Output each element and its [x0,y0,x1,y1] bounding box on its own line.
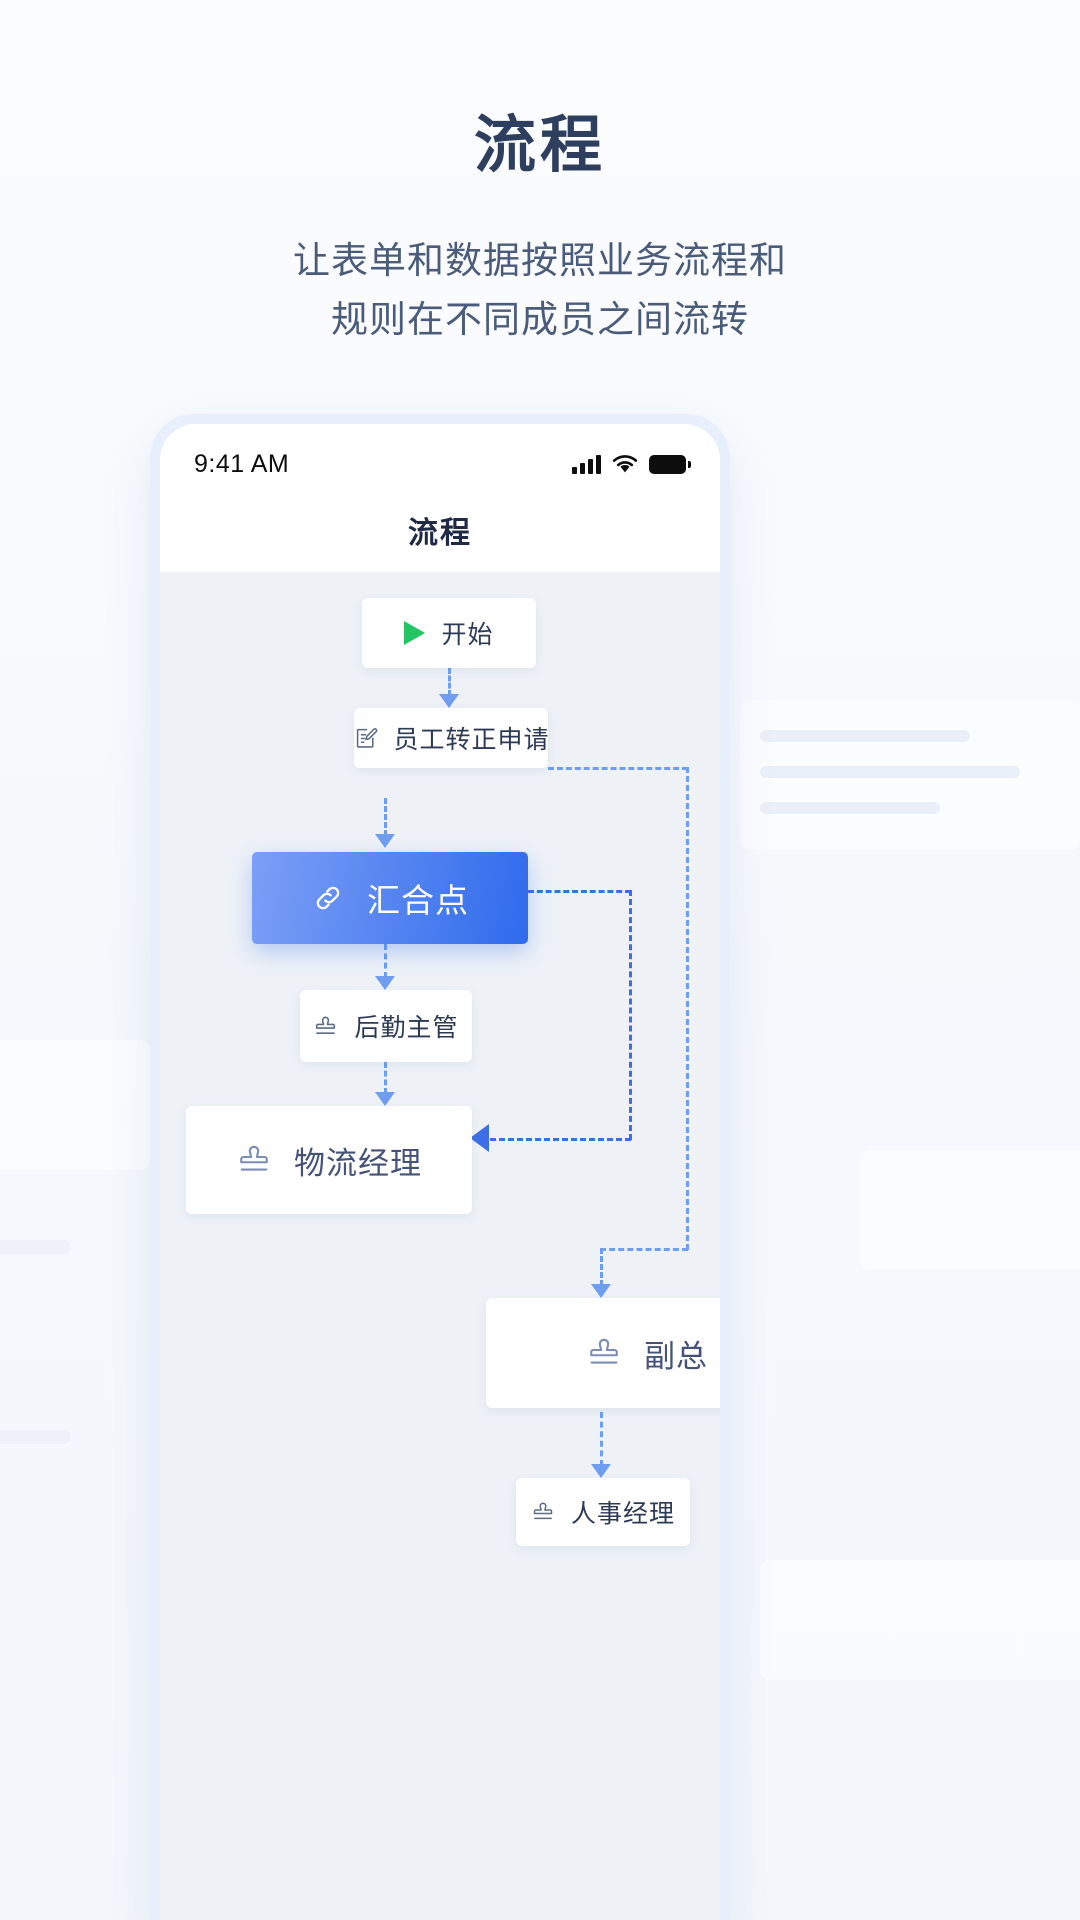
status-time: 9:41 AM [194,449,290,478]
flow-node-start[interactable]: 开始 [362,598,536,668]
arrow-icon [375,834,395,848]
connector-vp-to-hr [600,1412,603,1466]
form-edit-icon [353,726,378,751]
phone-mockup: 9:41 AM 流程 [150,414,730,1920]
arrow-icon [591,1284,611,1298]
arrow-icon [470,1124,489,1152]
flow-node-label: 员工转正申请 [393,726,550,754]
flow-node-form[interactable]: 员工转正申请 [353,708,550,768]
decorative-shape [760,730,970,742]
decorative-shape [860,1150,1080,1270]
link-icon [311,881,345,915]
flow-node-label: 后勤主管 [354,1014,459,1042]
connector-merge-branch-h [528,890,631,893]
decorative-shape [0,1430,70,1444]
arrow-icon [439,694,459,708]
subtitle-line-2: 规则在不同成员之间流转 [331,298,749,340]
connector-start-to-form [448,668,451,696]
decorative-shape [760,1560,1080,1680]
connector-merge-to-lead [384,944,387,978]
flow-node-label: 汇合点 [367,882,469,919]
arrow-icon [375,976,395,990]
connector-form-branch-h2 [600,1248,688,1251]
stamp-icon [531,1500,555,1524]
wifi-icon [612,454,638,472]
flow-node-label: 人事经理 [570,1500,675,1528]
flow-node-hr-manager[interactable]: 人事经理 [516,1478,690,1546]
status-bar: 9:41 AM [160,424,720,488]
flow-node-logistics-lead[interactable]: 后勤主管 [300,990,472,1062]
flow-node-label: 物流经理 [294,1145,422,1181]
phone-screen: 9:41 AM 流程 [160,424,720,1920]
play-icon [404,621,426,645]
flow-node-vp[interactable]: 副总 [486,1298,720,1408]
signal-bars-icon [572,454,601,474]
nav-title: 流程 [408,517,472,550]
hero-section: 流程 让表单和数据按照业务流程和 规则在不同成员之间流转 [0,0,1080,349]
page-title: 流程 [473,111,606,180]
page-subtitle: 让表单和数据按照业务流程和 规则在不同成员之间流转 [0,232,1080,349]
flow-node-logistics-manager[interactable]: 物流经理 [186,1106,472,1214]
connector-merge-branch-h2 [490,1138,631,1141]
connector-merge-branch-v [629,890,632,1140]
connector-to-vp [600,1248,603,1286]
decorative-shape [760,766,1020,778]
flow-canvas[interactable]: 开始 员工转正申请 [160,572,720,1920]
arrow-icon [375,1092,395,1106]
decorative-shape [760,802,940,814]
stamp-icon [586,1335,622,1371]
arrow-icon [591,1464,611,1478]
connector-lead-to-mgr [384,1062,387,1094]
subtitle-line-1: 让表单和数据按照业务流程和 [293,240,787,282]
connector-form-to-merge [384,798,387,836]
stamp-icon [236,1142,272,1178]
decorative-shape [0,1240,70,1254]
status-icons [572,454,691,474]
connector-form-branch-h [548,767,688,770]
decorative-shape [0,1040,150,1170]
battery-full-icon [649,454,691,474]
flow-node-merge[interactable]: 汇合点 [252,852,528,944]
connector-form-branch-v [686,767,689,1250]
nav-bar: 流程 [160,488,720,572]
stamp-icon [313,1014,338,1039]
flow-node-label: 副总 [644,1338,708,1374]
flow-node-label: 开始 [441,621,494,649]
